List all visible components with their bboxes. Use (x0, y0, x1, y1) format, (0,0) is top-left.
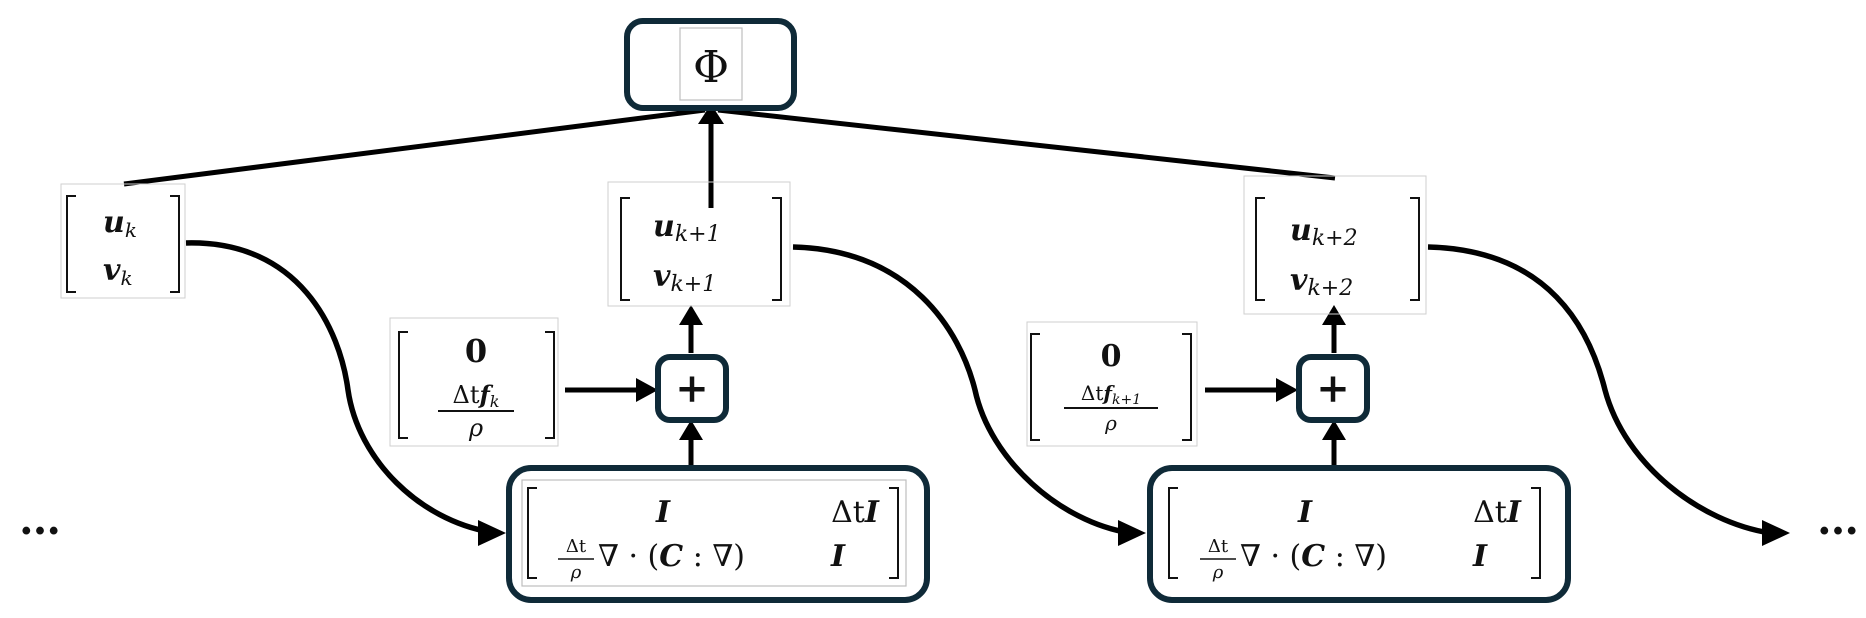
arrowhead-state-k2 (1322, 305, 1346, 325)
svg-text:Δtfk: Δtfk (452, 380, 499, 411)
force-k1-delta-t: Δt (1081, 381, 1103, 405)
op1-dt-I: I (864, 495, 880, 530)
op1-grad-div: ∇ · ( (598, 539, 659, 574)
svg-text:vk: vk (103, 253, 133, 290)
state-k1-v-sub: k+1 (670, 272, 716, 297)
arrowhead-plus-2-left (1276, 378, 1298, 402)
svg-text:uk+1: uk+1 (653, 209, 721, 247)
op2-grad-div: ∇ · ( (1240, 539, 1301, 574)
state-k-u: u (103, 205, 125, 240)
svg-text:vk+1: vk+1 (653, 259, 716, 297)
svg-text:uk+2: uk+2 (1290, 213, 1358, 251)
arrowhead-next (1762, 520, 1790, 546)
ellipsis-left: … (19, 495, 61, 544)
svg-text:ΔtI: ΔtI (1473, 495, 1522, 530)
arrowhead-operator-1 (478, 520, 506, 546)
op1-grad-close: : ∇) (683, 539, 745, 574)
state-k2-u-sub: k+2 (1312, 226, 1358, 251)
svg-text:vk+2: vk+2 (1290, 263, 1353, 301)
force-k1-rho: ρ (1104, 411, 1117, 435)
arrowhead-plus-1-bottom (679, 420, 703, 440)
connections (123, 104, 1790, 546)
svg-text:Δtfk+1: Δtfk+1 (1081, 381, 1141, 408)
plus-node-2: + (1296, 354, 1370, 423)
state-k2-u: u (1290, 213, 1312, 248)
edge-state-k1-to-operator-2 (792, 244, 1131, 536)
svg-text:∇ · (C : ∇): ∇ · (C : ∇) (1240, 539, 1387, 574)
op1-dt: Δt (831, 495, 865, 530)
state-k2-v-sub: k+2 (1307, 276, 1353, 301)
force-vector-k1: 0 Δtfk+1 ρ (1026, 321, 1198, 447)
op2-dt-I: I (1506, 495, 1522, 530)
op2-C: C (1301, 539, 1325, 574)
op1-I-top: I (655, 495, 671, 530)
op2-grad-close: : ∇) (1325, 539, 1387, 574)
op2-I-bottom: I (1472, 539, 1488, 574)
force-k-rho: ρ (468, 414, 483, 442)
arrowhead-operator-2 (1118, 520, 1146, 546)
edge-state-k-to-operator-1 (185, 240, 491, 535)
state-k1-u: u (653, 209, 675, 244)
force-k-zero: 0 (465, 332, 487, 370)
state-k-u-sub: k (125, 218, 137, 242)
edge-state-k-to-phi (123, 107, 706, 187)
op1-I-bottom: I (830, 539, 846, 574)
state-k1-u-sub: k+1 (675, 222, 721, 247)
plus-1-symbol: + (675, 365, 709, 412)
arrowhead-phi (698, 104, 724, 124)
arrowhead-state-k1 (679, 305, 703, 325)
ellipsis-right: … (1817, 495, 1859, 544)
arrowhead-plus-2-bottom (1322, 420, 1346, 440)
operator-matrix-1: I ΔtI Δt ρ ∇ · (C : ∇) I (506, 465, 930, 603)
force-k1-f: f (1101, 381, 1115, 405)
force-k1-zero: 0 (1101, 339, 1122, 374)
op2-dt: Δt (1473, 495, 1507, 530)
force-k1-f-sub: k+1 (1112, 392, 1141, 408)
plus-node-1: + (655, 354, 729, 423)
op2-frac-num: Δt (1208, 536, 1229, 557)
force-k-f-sub: k (490, 392, 500, 411)
state-k1-v: v (653, 259, 671, 294)
force-k-f: f (477, 380, 493, 409)
force-vector-k: 0 Δtfk ρ (389, 317, 559, 447)
state-k-v-sub: k (120, 266, 132, 290)
state-vector-k2: uk+2 vk+2 (1243, 175, 1427, 315)
op2-frac-den: ρ (1212, 562, 1224, 583)
plus-2-symbol: + (1316, 365, 1350, 412)
state-k-v: v (103, 253, 121, 288)
svg-text:uk: uk (103, 205, 137, 242)
op1-frac-num: Δt (566, 536, 587, 557)
svg-text:ΔtI: ΔtI (831, 495, 880, 530)
state-vector-k: uk vk (60, 183, 186, 299)
op1-frac-den: ρ (570, 562, 582, 583)
op2-I-top: I (1297, 495, 1313, 530)
svg-text:∇ · (C : ∇): ∇ · (C : ∇) (598, 539, 745, 574)
edge-state-k2-to-phi (717, 107, 1336, 181)
operator-matrix-2: I ΔtI Δt ρ ∇ · (C : ∇) I (1147, 465, 1571, 603)
op1-C: C (659, 539, 683, 574)
output-node-phi: Φ (624, 18, 797, 111)
state-k2-v: v (1290, 263, 1308, 298)
state-vector-k1: uk+1 vk+1 (607, 181, 791, 307)
edge-state-k2-to-next (1427, 244, 1771, 536)
force-k-delta-t: Δt (452, 381, 479, 409)
arrowhead-plus-1-left (636, 378, 658, 402)
phi-symbol: Φ (693, 42, 729, 93)
